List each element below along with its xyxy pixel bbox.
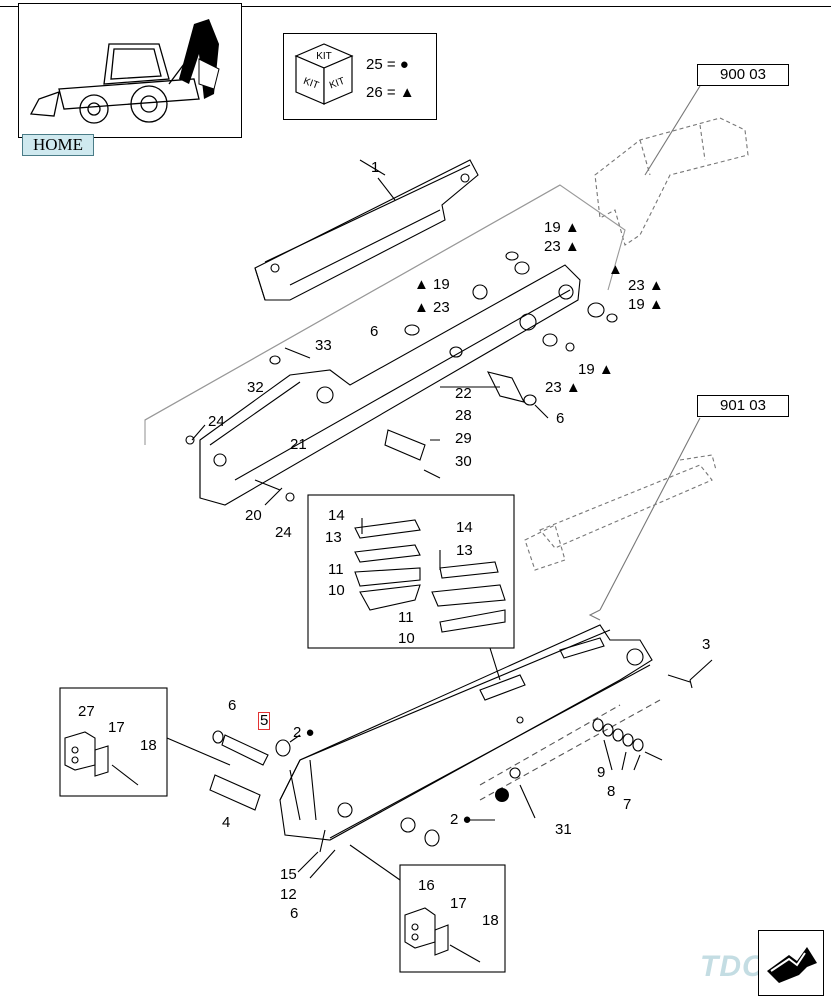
- callout-9[interactable]: 9: [597, 764, 606, 781]
- svg-text:KIT: KIT: [302, 76, 320, 92]
- callout-11b[interactable]: 11: [398, 609, 414, 626]
- callout-15[interactable]: 15: [280, 866, 297, 883]
- callout-23b[interactable]: ▲ 23: [414, 299, 450, 316]
- kit-legend: KIT KIT KIT 25 = ● 26 = ▲: [283, 33, 437, 120]
- lower-boom: [279, 624, 653, 841]
- callout-17b[interactable]: 17: [450, 895, 467, 912]
- callout-11a[interactable]: 11: [328, 561, 344, 578]
- callout-24b[interactable]: 24: [275, 524, 292, 541]
- pin-4: [209, 774, 261, 811]
- callout-19a[interactable]: 19 ▲: [544, 219, 580, 236]
- callout-6b[interactable]: 6: [556, 410, 565, 427]
- next-page-button[interactable]: [758, 930, 824, 996]
- circle-icon: ●: [399, 56, 409, 73]
- callout-12[interactable]: 12: [280, 886, 297, 903]
- callout-14a[interactable]: 14: [328, 507, 345, 524]
- callout-28[interactable]: 28: [455, 407, 472, 424]
- backhoe-loader-icon: [29, 19, 220, 124]
- callout-2a[interactable]: 2 ●: [293, 724, 315, 741]
- left-bracket-inset: [59, 687, 168, 797]
- callout-17a[interactable]: 17: [108, 719, 125, 736]
- bottom-bracket-inset: [399, 864, 506, 973]
- arrow-right-icon: [767, 947, 817, 983]
- callout-18a[interactable]: 18: [140, 737, 157, 754]
- callout-14b[interactable]: 14: [456, 519, 473, 536]
- pin-22: [486, 371, 526, 403]
- callout-19d[interactable]: 19 ▲: [578, 361, 614, 378]
- kit-row-26: 26 = ▲: [366, 84, 415, 101]
- callout-4[interactable]: 4: [222, 814, 231, 831]
- callout-21[interactable]: 21: [290, 436, 307, 453]
- bushings: [185, 251, 618, 502]
- callout-5[interactable]: 5: [258, 712, 271, 730]
- callout-30[interactable]: 30: [455, 453, 472, 470]
- bracket-16: [404, 907, 481, 963]
- callout-1[interactable]: 1: [371, 159, 380, 176]
- callout-23d[interactable]: 23 ▲: [545, 379, 581, 396]
- top-rule: [0, 6, 831, 7]
- callout-triangle-a: ▲: [608, 261, 623, 278]
- bracket-27: [64, 731, 139, 786]
- home-button[interactable]: HOME: [22, 134, 94, 156]
- svg-text:KIT: KIT: [328, 76, 346, 92]
- reference-900-03[interactable]: 900 03: [697, 64, 789, 86]
- pin-28: [384, 429, 426, 461]
- callout-7[interactable]: 7: [623, 796, 632, 813]
- wear-pads: [354, 518, 506, 633]
- callout-32[interactable]: 32: [247, 379, 264, 396]
- callout-22[interactable]: 22: [455, 385, 472, 402]
- pin-20: [254, 479, 281, 491]
- callout-3[interactable]: 3: [702, 636, 711, 653]
- callout-10b[interactable]: 10: [398, 630, 415, 647]
- machine-thumbnail[interactable]: [18, 3, 242, 138]
- circle-icon: ●: [305, 724, 315, 741]
- triangle-icon: ▲: [399, 84, 415, 101]
- callout-33[interactable]: 33: [315, 337, 332, 354]
- tdc-watermark: TDC: [700, 950, 765, 983]
- kit-row-25: 25 = ●: [366, 56, 409, 73]
- callout-16[interactable]: 16: [418, 877, 435, 894]
- callout-8[interactable]: 8: [607, 783, 616, 800]
- callout-31[interactable]: 31: [555, 821, 572, 838]
- pin-5: [221, 734, 269, 766]
- kit-25-marker: [495, 788, 509, 802]
- callout-23c[interactable]: 23 ▲: [628, 277, 664, 294]
- dipper-arm: [199, 264, 581, 506]
- callout-24a[interactable]: 24: [208, 413, 225, 430]
- callout-18b[interactable]: 18: [482, 912, 499, 929]
- callout-29[interactable]: 29: [455, 430, 472, 447]
- circle-icon: ●: [462, 811, 472, 828]
- svg-text:KIT: KIT: [316, 51, 332, 62]
- washer-stack-9: [592, 718, 663, 761]
- kit-cube-icon: KIT KIT KIT: [294, 43, 354, 105]
- callout-10a[interactable]: 10: [328, 582, 345, 599]
- callout-6a[interactable]: 6: [370, 323, 379, 340]
- callout-6d[interactable]: 6: [290, 905, 299, 922]
- callout-20[interactable]: 20: [245, 507, 262, 524]
- callout-19b[interactable]: ▲ 19: [414, 276, 450, 293]
- ghost-boom-900-03: [594, 117, 749, 246]
- callout-6c[interactable]: 6: [228, 697, 237, 714]
- callout-2b[interactable]: 2 ●: [450, 811, 472, 828]
- callout-13b[interactable]: 13: [456, 542, 473, 559]
- callout-27[interactable]: 27: [78, 703, 95, 720]
- callout-23a[interactable]: 23 ▲: [544, 238, 580, 255]
- callout-13a[interactable]: 13: [325, 529, 342, 546]
- boom-part-1: [254, 159, 479, 301]
- callout-19c[interactable]: 19 ▲: [628, 296, 664, 313]
- ghost-cylinder-901-03: [524, 454, 717, 571]
- wear-pad-inset: [307, 494, 515, 649]
- reference-901-03[interactable]: 901 03: [697, 395, 789, 417]
